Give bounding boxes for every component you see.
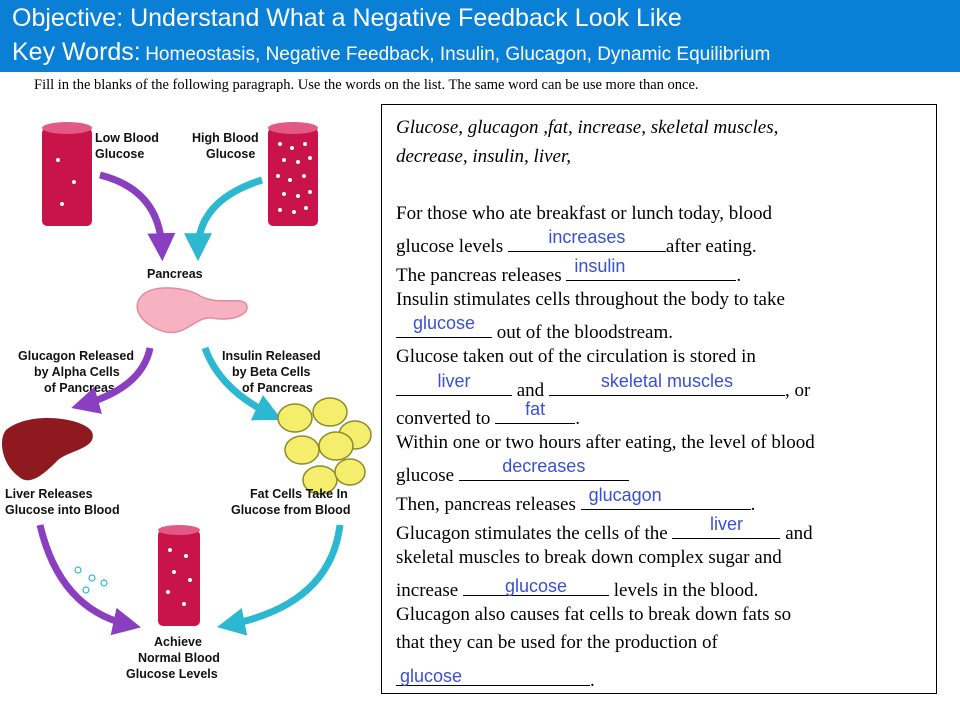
blank-7[interactable]: decreases: [458, 456, 629, 481]
liver-icon: [2, 417, 93, 481]
label-fat-2: Glucose from Blood: [231, 503, 350, 517]
answer-3: glucose: [412, 313, 476, 333]
answer-4: liver: [437, 371, 471, 391]
label-liver-1: Liver Releases: [5, 487, 93, 501]
label-insulin-2: by Beta Cells: [232, 365, 311, 379]
label-insulin-3: of Pancreas: [242, 381, 313, 395]
paragraph-line-7: liver and skeletal muscles, or: [396, 371, 810, 402]
answer-11: glucose: [400, 666, 463, 686]
key-words-label: Key Words:: [12, 38, 141, 66]
paragraph-line-14: increase glucose levels in the blood.: [396, 575, 759, 601]
label-glucagon-3: of Pancreas: [44, 381, 115, 395]
answer-1: increases: [548, 227, 626, 247]
paragraph-line-9: Within one or two hours after eating, th…: [396, 432, 815, 453]
label-low-1: Low Blood: [95, 131, 159, 145]
arrow-liver-to-normal: [36, 524, 141, 636]
arrow-low-to-pancreas: [99, 171, 176, 262]
label-pancreas: Pancreas: [147, 267, 203, 281]
blank-6[interactable]: fat: [495, 399, 576, 424]
paragraph-line-17: glucose.: [396, 665, 595, 692]
word-list-line-1: Glucose, glucagon ,fat, increase, skelet…: [396, 117, 779, 138]
answer-10: glucose: [504, 576, 567, 596]
answer-2: insulin: [574, 256, 626, 276]
pancreas-icon: [136, 287, 248, 334]
label-achieve-1: Achieve: [154, 635, 202, 649]
answer-9: liver: [709, 514, 743, 534]
low-glucose-tube-icon: [42, 122, 92, 226]
arrow-pancreas-to-insulin: [201, 346, 283, 421]
label-insulin-1: Insulin Released: [222, 349, 321, 363]
blank-10[interactable]: glucose: [462, 575, 609, 596]
label-high-1: High Blood: [192, 131, 259, 145]
answer-6: fat: [525, 399, 546, 419]
label-achieve-2: Normal Blood: [138, 651, 220, 665]
blank-9[interactable]: liver: [672, 514, 781, 539]
word-list-line-2: decrease, insulin, liver,: [396, 146, 572, 167]
paragraph-line-12: Glucagon stimulates the cells of the liv…: [396, 514, 813, 544]
blank-4[interactable]: liver: [396, 371, 512, 396]
normal-glucose-tube-icon: [158, 525, 200, 626]
paragraph-line-4: Insulin stimulates cells throughout the …: [396, 289, 785, 310]
answer-8: glucagon: [588, 485, 662, 505]
key-words-line: Key Words: Homeostasis, Negative Feedbac…: [12, 38, 770, 67]
blank-11[interactable]: glucose: [396, 665, 590, 686]
fill-in-paragraph-box: Glucose, glucagon ,fat, increase, skelet…: [381, 104, 937, 694]
label-liver-2: Glucose into Blood: [5, 503, 120, 517]
paragraph-line-5: glucose out of the bloodstream.: [396, 313, 673, 344]
paragraph-line-16: that they can be used for the production…: [396, 632, 718, 653]
paragraph-line-13: skeletal muscles to break down complex s…: [396, 547, 782, 568]
key-words-list: Homeostasis, Negative Feedback, Insulin,…: [145, 44, 771, 65]
blank-2[interactable]: insulin: [566, 256, 737, 281]
label-low-2: Glucose: [95, 147, 144, 161]
blank-3[interactable]: glucose: [396, 313, 492, 338]
title-banner: Objective: Understand What a Negative Fe…: [0, 0, 960, 72]
label-achieve-3: Glucose Levels: [126, 667, 218, 681]
blank-5[interactable]: skeletal muscles: [548, 371, 785, 396]
answer-5: skeletal muscles: [600, 371, 733, 391]
instructions: Fill in the blanks of the following para…: [34, 77, 699, 93]
label-glucagon-1: Glucagon Released: [18, 349, 134, 363]
paragraph-line-1: For those who ate breakfast or lunch tod…: [396, 203, 773, 224]
high-glucose-tube-icon: [268, 122, 318, 226]
paragraph-line-8: converted to fat.: [396, 399, 580, 429]
released-glucose-dots: [74, 566, 108, 594]
label-fat-1: Fat Cells Take In: [250, 487, 348, 501]
label-high-2: Glucose: [206, 147, 255, 161]
paragraph-line-15: Glucagon also causes fat cells to break …: [396, 604, 792, 625]
objective-title: Objective: Understand What a Negative Fe…: [12, 4, 682, 32]
paragraph-line-10: glucose decreases: [396, 456, 629, 487]
fat-cells-icon: [277, 397, 372, 495]
blood-glucose-cycle-diagram: Low Blood Glucose High Blood Glucose Pan…: [2, 122, 372, 681]
label-glucagon-2: by Alpha Cells: [34, 365, 120, 379]
arrow-high-to-pancreas: [184, 176, 264, 262]
arrow-fat-to-normal: [217, 524, 344, 636]
paragraph-line-6: Glucose taken out of the circulation is …: [396, 346, 756, 367]
paragraph-line-3: The pancreas releases insulin.: [396, 256, 742, 286]
blank-8[interactable]: glucagon: [580, 485, 751, 510]
blank-1[interactable]: increases: [507, 227, 666, 252]
arrow-pancreas-to-glucagon: [71, 347, 154, 414]
answer-7: decreases: [502, 456, 586, 476]
paragraph-line-11: Then, pancreas releases glucagon.: [396, 485, 756, 515]
